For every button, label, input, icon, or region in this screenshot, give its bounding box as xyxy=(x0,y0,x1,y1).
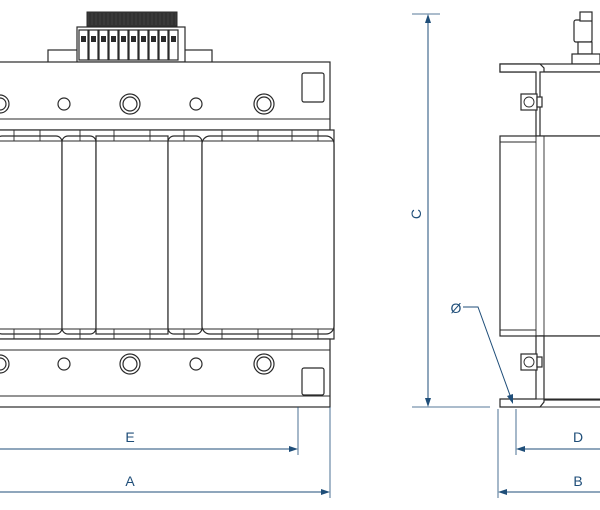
diameter-label: Ø xyxy=(451,300,462,316)
dimension-c: C xyxy=(408,14,431,407)
bottom-clamp-bar xyxy=(0,338,331,408)
dimension-e-label: E xyxy=(125,429,134,445)
side-top-bracket xyxy=(499,63,600,137)
front-view: E A xyxy=(0,11,335,498)
diameter-leader: Ø xyxy=(451,300,513,404)
coil-assembly xyxy=(0,129,335,340)
side-view: C Ø D B xyxy=(408,11,600,498)
side-bottom-bracket xyxy=(499,335,600,408)
side-terminal xyxy=(571,11,600,65)
terminal-block xyxy=(47,11,213,64)
dimension-a-label: A xyxy=(125,473,135,489)
dimension-a: A xyxy=(0,473,330,495)
dimension-b: B xyxy=(498,473,600,495)
dimension-e: E xyxy=(0,429,298,452)
dimension-d-label: D xyxy=(573,429,583,445)
dimension-c-label: C xyxy=(408,209,424,219)
dimension-d: D xyxy=(516,429,600,452)
dimension-b-label: B xyxy=(573,473,582,489)
top-clamp-bar xyxy=(0,61,331,131)
side-coil xyxy=(499,135,600,337)
